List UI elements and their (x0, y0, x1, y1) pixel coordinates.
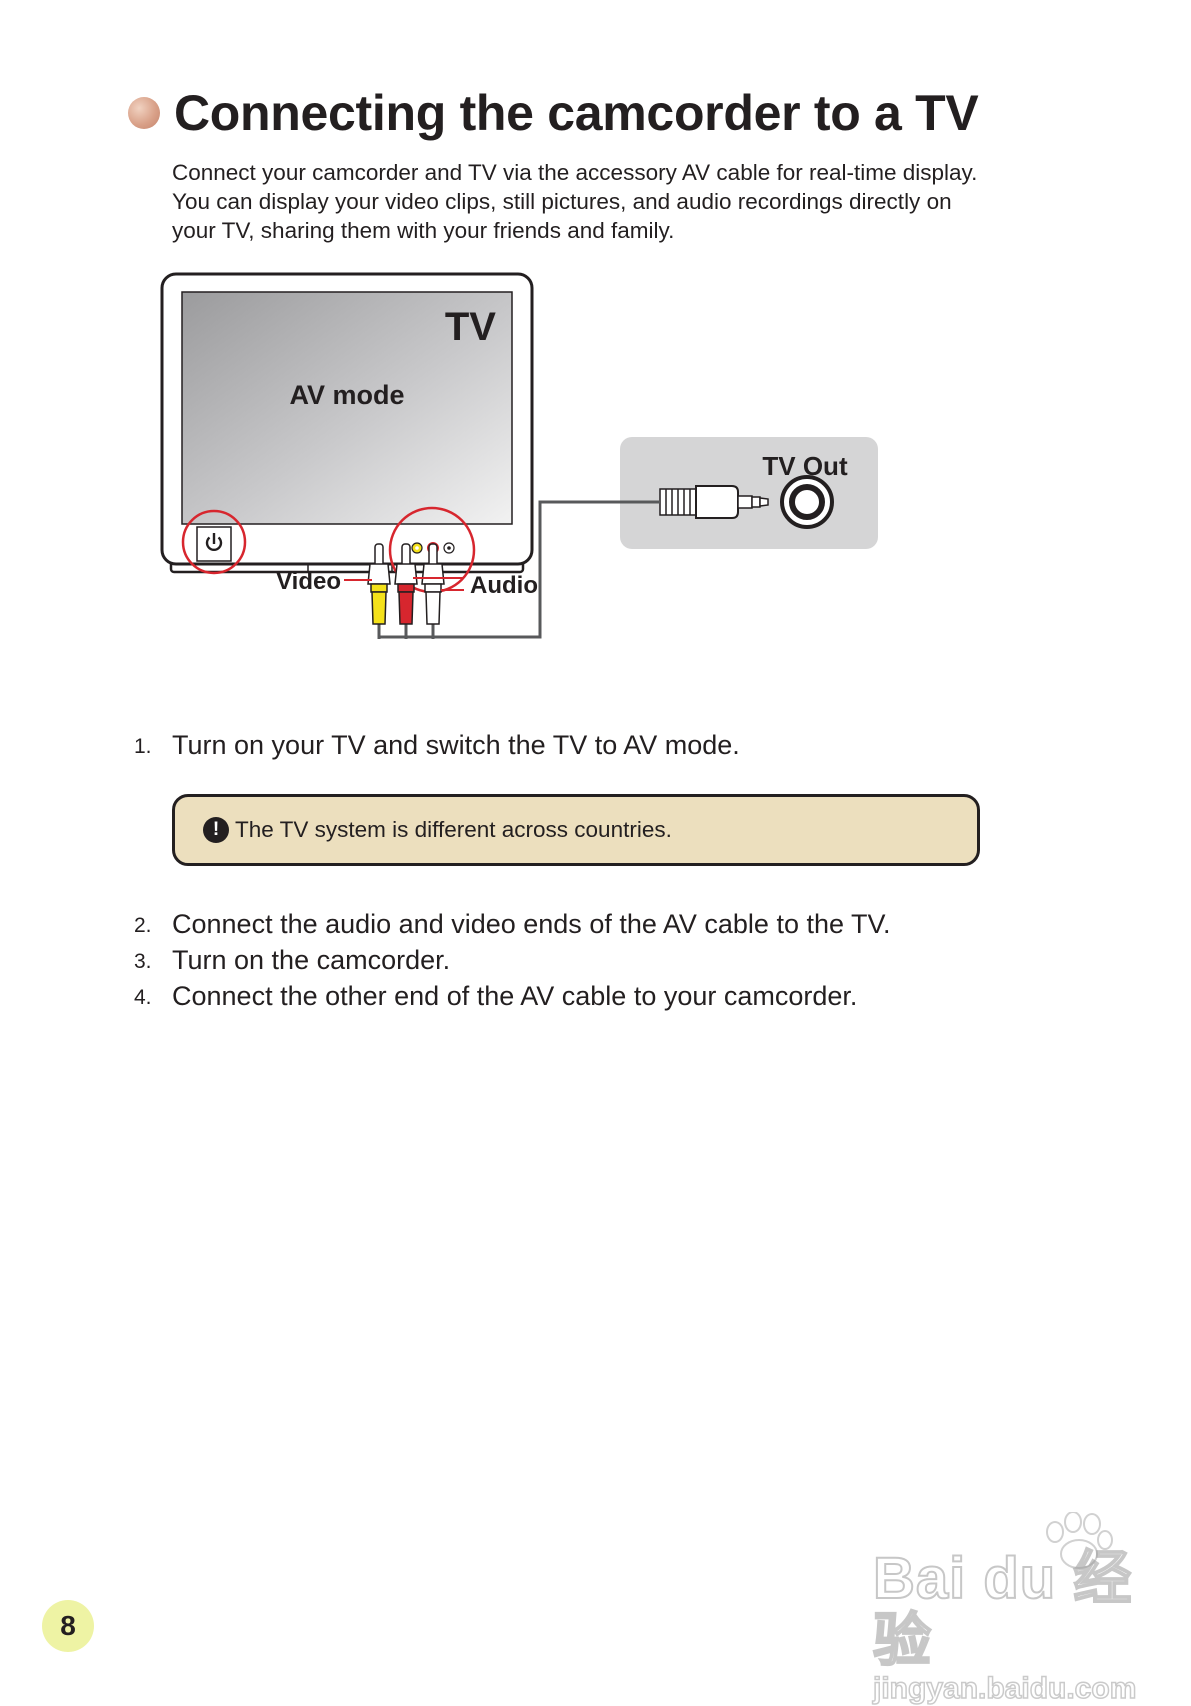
steps-list-second: 2. Connect the audio and video ends of t… (134, 907, 891, 1015)
connection-diagram: TV AV mode TV Out (160, 272, 878, 639)
av-jack-plug (659, 485, 769, 519)
tv-out-panel: TV Out (620, 437, 878, 549)
step-item: 1. Turn on your TV and switch the TV to … (134, 728, 740, 764)
exclamation-icon: ! (203, 817, 229, 843)
page-number: 8 (42, 1600, 94, 1652)
note-box: ! The TV system is different across coun… (172, 794, 980, 866)
screen-label: AV mode (289, 380, 404, 410)
watermark-brand: Bai du 经验 (872, 1546, 1133, 1673)
page-title: Connecting the camcorder to a TV (174, 85, 979, 141)
step-number: 2. (134, 914, 152, 937)
step-number: 4. (134, 986, 152, 1009)
tv-power-button (181, 509, 247, 575)
tv-out-jack-icon (780, 475, 834, 529)
step-item: 4. Connect the other end of the AV cable… (134, 979, 891, 1015)
note-text: The TV system is different across countr… (235, 817, 672, 842)
video-label: Video (276, 568, 341, 595)
intro-line: You can display your video clips, still … (172, 189, 952, 214)
step-number: 3. (134, 950, 152, 973)
title-row: Connecting the camcorder to a TV (128, 84, 979, 142)
intro-line: your TV, sharing them with your friends … (172, 218, 675, 243)
intro-line: Connect your camcorder and TV via the ac… (172, 160, 978, 185)
step-item: 2. Connect the audio and video ends of t… (134, 907, 891, 943)
step-number: 1. (134, 735, 152, 758)
paw-icon (1046, 1512, 1113, 1569)
rca-plug-audio-red (394, 543, 418, 625)
tv-label: TV (445, 305, 496, 349)
step-text: Connect the other end of the AV cable to… (172, 981, 858, 1011)
step-text: Turn on the camcorder. (172, 945, 451, 975)
tv-set: TV AV mode (160, 272, 534, 574)
av-cable (380, 500, 660, 639)
highlight-ring-power (181, 509, 247, 575)
rca-plug-video (367, 543, 391, 625)
power-icon (205, 536, 223, 552)
step-text: Turn on your TV and switch the TV to AV … (172, 730, 740, 760)
step-item: 3. Turn on the camcorder. (134, 943, 891, 979)
step-text: Connect the audio and video ends of the … (172, 909, 891, 939)
intro-paragraph: Connect your camcorder and TV via the ac… (172, 158, 1072, 245)
watermark: Bai du 经验 jingyan.baidu.com (872, 1546, 1143, 1706)
watermark-url: jingyan.baidu.com (872, 1671, 1137, 1706)
title-bullet-icon (128, 97, 160, 129)
audio-label: Audio (470, 572, 538, 599)
steps-list-first: 1. Turn on your TV and switch the TV to … (134, 728, 740, 764)
